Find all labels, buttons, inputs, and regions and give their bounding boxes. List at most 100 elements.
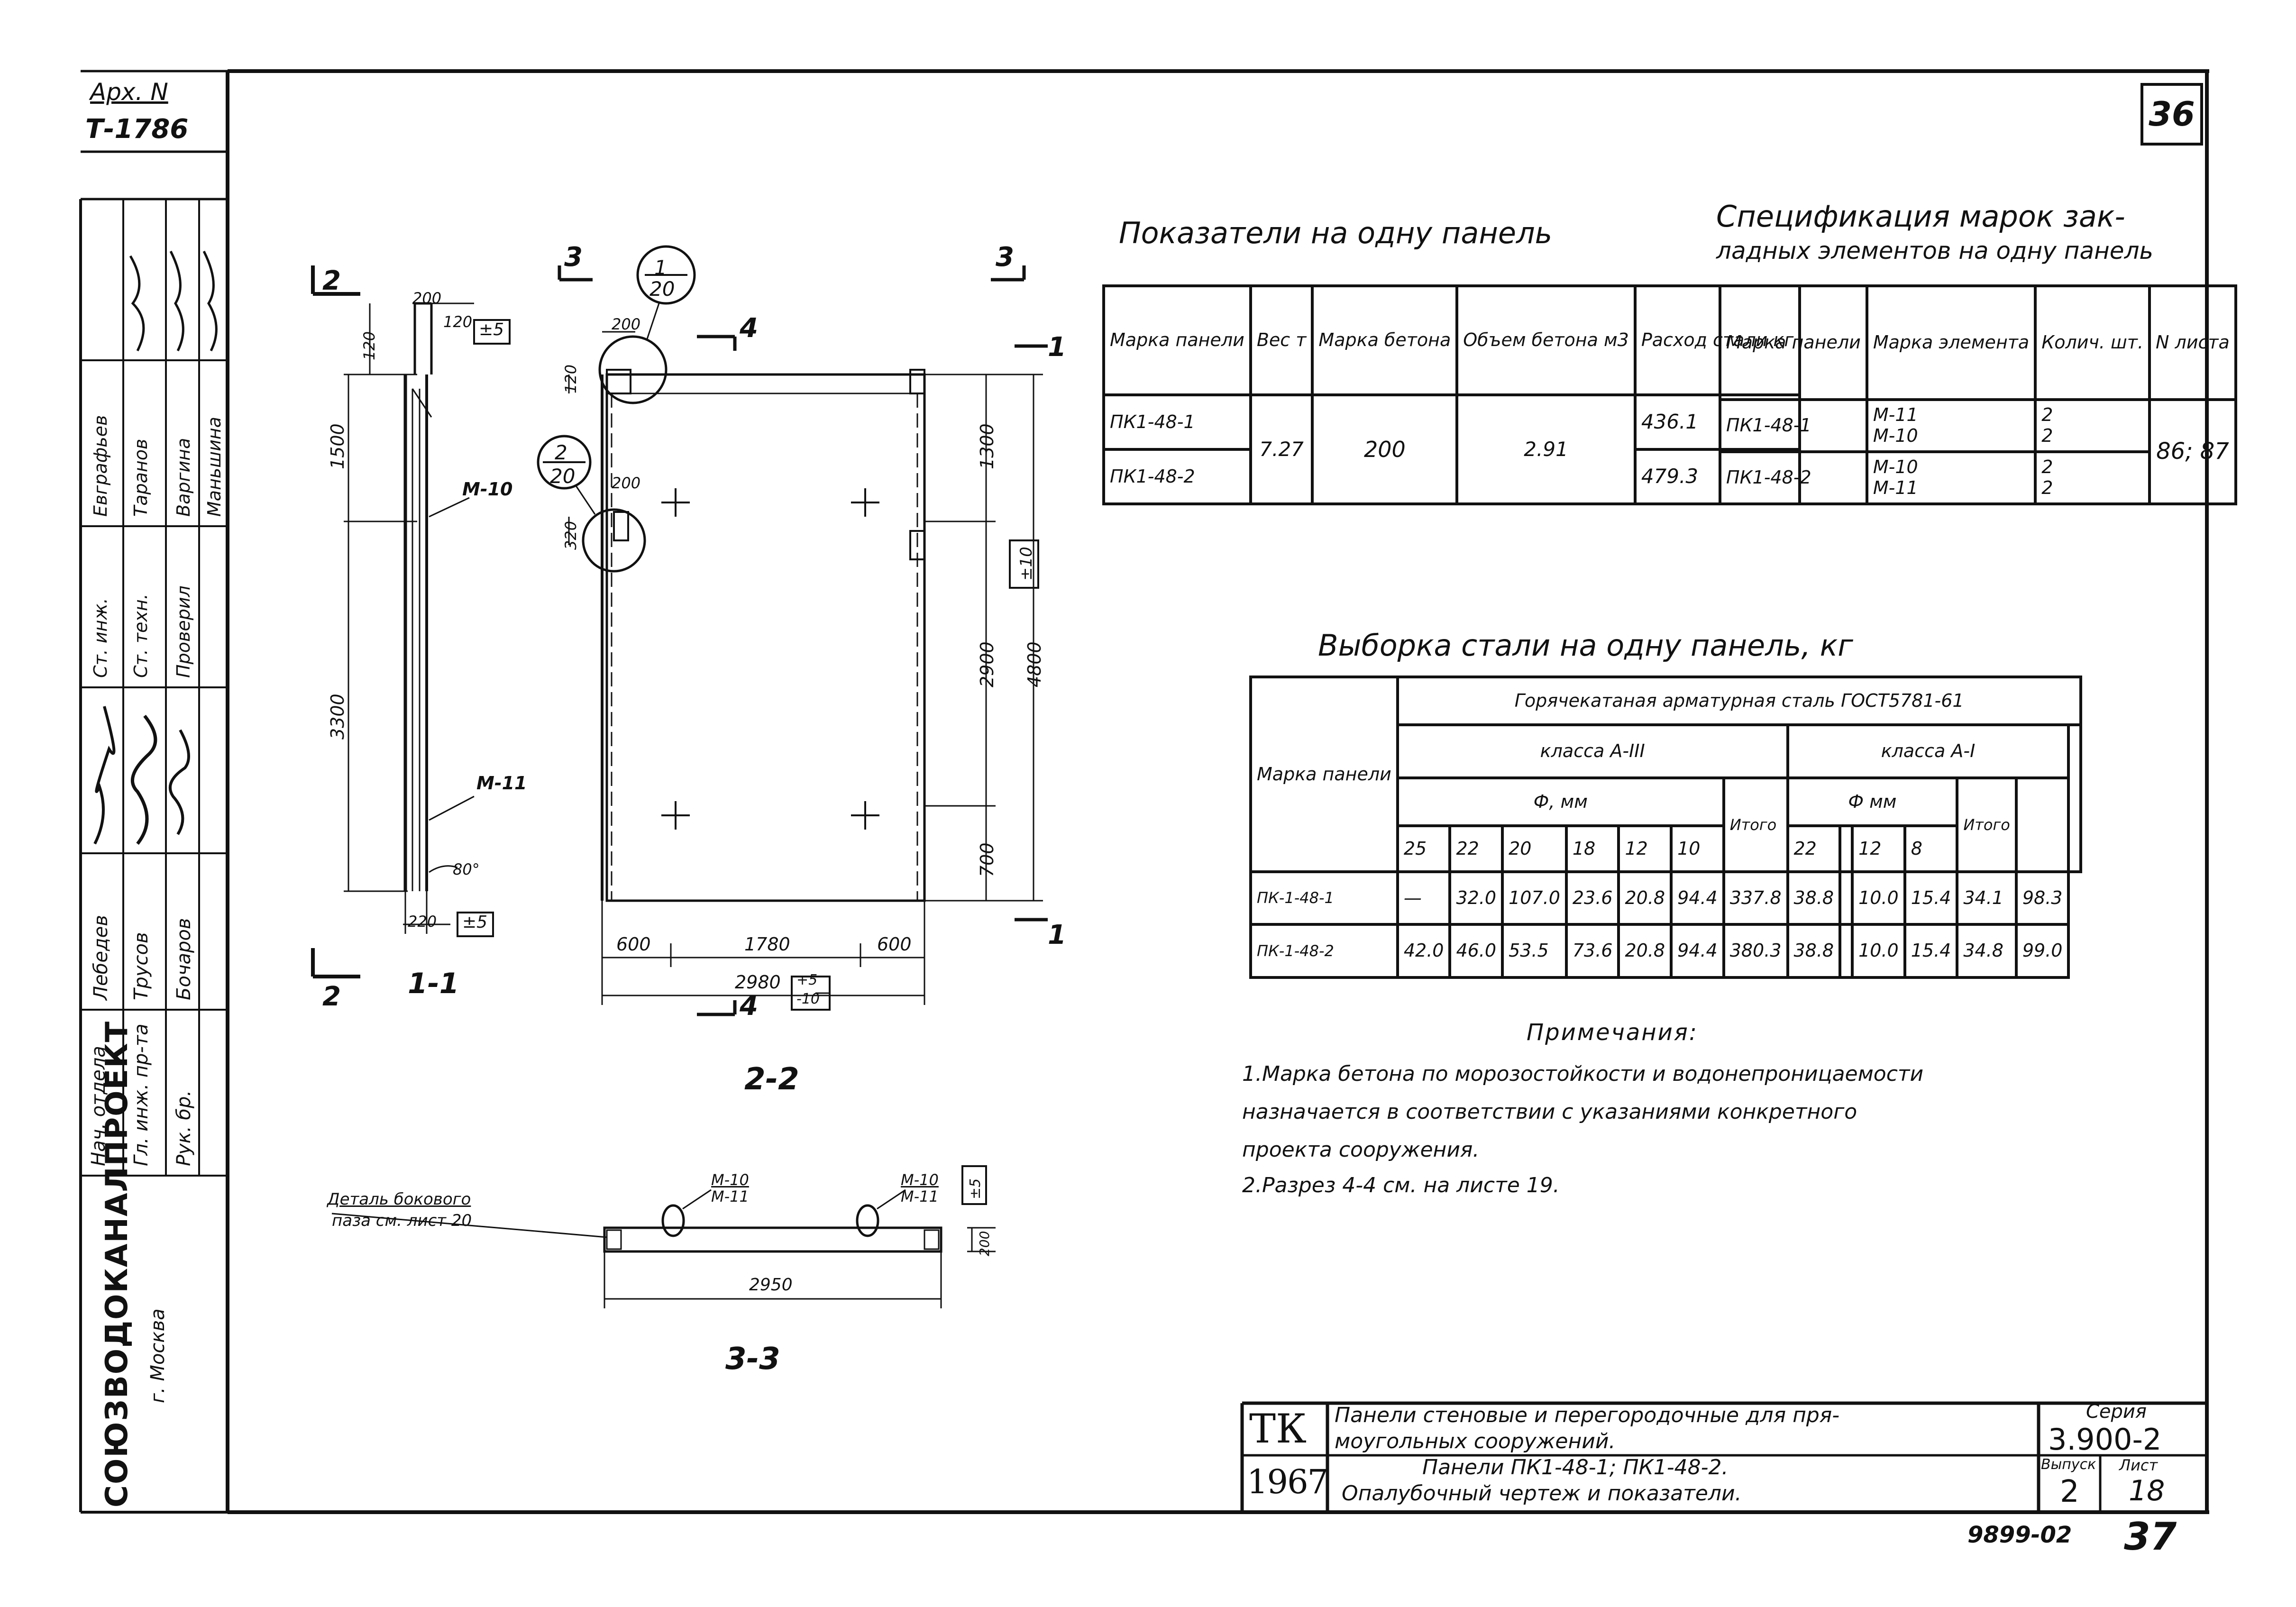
- steel-r1-a1-2: 10.0: [1851, 870, 1906, 926]
- archive-label: Арх. N: [90, 78, 168, 106]
- steel-r2-a3-0: 42.0: [1396, 923, 1452, 979]
- ref1-m10: М-10: [711, 1171, 749, 1189]
- title-line-3: Панели ПК1-48-1; ПК1-48-2.: [1422, 1455, 1729, 1479]
- steel-dblank: [1839, 824, 1854, 873]
- steel-r2-a1-3: 15.4: [1903, 923, 1959, 979]
- steel-diam-row: 25 22 20 18 12 10 22 12 8: [1251, 824, 2081, 873]
- issue-value: 2: [2060, 1474, 2079, 1509]
- cut-1-top: 1: [1048, 332, 1066, 363]
- footer-code: 9899-02: [1967, 1522, 2072, 1548]
- steel-r1-a3-2: 107.0: [1501, 870, 1568, 926]
- year-mark: 1967: [1247, 1462, 1328, 1501]
- dim-1780: 1780: [744, 934, 790, 955]
- dim-220: 220: [408, 913, 437, 931]
- steel-r2-a3-3: 73.6: [1564, 923, 1620, 979]
- detail-note-1: Деталь бокового: [327, 1190, 471, 1209]
- spec-h-count: Колич. шт.: [2034, 284, 2151, 401]
- steel-r1-a3-0: —: [1396, 870, 1452, 926]
- spec-r2-el2: М-11: [1873, 477, 1918, 498]
- note-line-4: 2.Разрез 4-4 см. на листе 19.: [1242, 1173, 1560, 1197]
- steel-title: Выборка стали на одну панель, кг: [1318, 628, 1853, 663]
- steel-r1-a1-0: 38.8: [1786, 870, 1842, 926]
- steel-r1-a3-3: 23.6: [1564, 870, 1620, 926]
- steel-table: Марка панели Горячекатаная арматурная ст…: [1249, 675, 2083, 979]
- callout2-num: 2: [555, 441, 567, 464]
- steel-row-1: ПК-1-48-1 — 32.0 107.0 23.6 20.8 94.4 33…: [1249, 870, 2081, 926]
- steel-c25: 25: [1396, 824, 1452, 873]
- series-label: Серия: [2086, 1401, 2147, 1423]
- spec-r2-el1: М-10: [1873, 457, 1918, 478]
- cut-4-bottom: 4: [740, 991, 758, 1022]
- series-value: 3.900-2: [2048, 1422, 2162, 1457]
- spec-r1-el2: М-10: [1873, 425, 1918, 446]
- dim-tol-plus: +5: [796, 972, 818, 988]
- detail-note-2: паза см. лист 20: [332, 1211, 472, 1230]
- ind-concrete: 200: [1311, 393, 1459, 505]
- steel-r2-a1-1: [1839, 923, 1854, 979]
- sheet-number-box: 36: [2140, 83, 2203, 146]
- steel-spacer: [2067, 723, 2083, 873]
- dim-120: 120: [443, 313, 473, 331]
- title-line-1: Панели стеновые и перегородочные для пря…: [1335, 1403, 1840, 1427]
- cut-1-bottom: 1: [1048, 920, 1066, 950]
- sheet-label: Лист: [2119, 1456, 2158, 1474]
- spec-title-2: ладных элементов на одну панель: [1716, 237, 2153, 265]
- steel-r1-a3-4: 20.8: [1617, 870, 1673, 926]
- ind-h-volume: Объем бетона м3: [1455, 284, 1637, 396]
- steel-diam-3: Ф, мм: [1396, 776, 1725, 828]
- cut-label-2-top: 2: [322, 265, 341, 296]
- notes-title: Примечания:: [1527, 1019, 1698, 1046]
- dim-200-top: 200: [612, 315, 641, 333]
- steel-r2-a1-total: 99.0: [2014, 923, 2070, 979]
- steel-row-2: ПК-1-48-2 42.0 46.0 53.5 73.6 20.8 94.4 …: [1249, 923, 2081, 979]
- dim-tol-minus: -10: [796, 991, 820, 1007]
- sheet-value: 18: [2129, 1474, 2165, 1507]
- issue-label: Выпуск: [2041, 1456, 2096, 1473]
- dim-tol-5b: ±5: [462, 913, 488, 932]
- spec-table: Марка панели Марка элемента Колич. шт. N…: [1719, 284, 2237, 505]
- ref-m10: М-10: [462, 479, 513, 500]
- tk-mark: ТК: [1249, 1406, 1307, 1452]
- ind-h-concrete: Марка бетона: [1311, 284, 1459, 396]
- callout1-num: 1: [654, 256, 667, 279]
- steel-r1-a1-1: [1839, 870, 1854, 926]
- ind-h-weight: Вес т: [1249, 284, 1314, 396]
- archive-number: Т-1786: [85, 114, 189, 145]
- cut-4-top: 4: [740, 313, 758, 344]
- dim-2950: 2950: [749, 1275, 793, 1295]
- steel-super-header: Горячекатаная арматурная сталь ГОСТ5781-…: [1396, 675, 2083, 727]
- spec-h-sheet: N листа: [2148, 284, 2237, 401]
- steel-r2-a1-2: 10.0: [1851, 923, 1906, 979]
- spec-r2-c1: 2: [2041, 457, 2053, 478]
- steel-d22: 22: [1786, 824, 1842, 873]
- ind-r1-mark: ПК1-48-1: [1102, 393, 1252, 451]
- spec-r2-counts: 2 2: [2034, 450, 2151, 505]
- steel-d12: 12: [1851, 824, 1906, 873]
- steel-h-mark: Марка панели: [1249, 676, 1399, 873]
- footer-page: 37: [2124, 1515, 2177, 1559]
- spec-title-1: Спецификация марок зак-: [1716, 199, 2125, 234]
- spec-r1-el1: М-11: [1873, 404, 1918, 426]
- steel-c10: 10: [1670, 824, 1725, 873]
- ref2-m11: М-11: [901, 1187, 939, 1205]
- cut-3-left: 3: [564, 242, 583, 273]
- steel-c22: 22: [1448, 824, 1504, 873]
- dim-600-right: 600: [877, 934, 912, 955]
- steel-r2-a1-4: 34.8: [1956, 923, 2018, 979]
- cut-3-right: 3: [996, 242, 1014, 273]
- steel-r2-a3-5: 94.4: [1670, 923, 1725, 979]
- steel-r1-a3-5: 94.4: [1670, 870, 1725, 926]
- dim-200-mid: 200: [612, 474, 641, 492]
- steel-c20: 20: [1501, 824, 1568, 873]
- spec-r1-elements: М-11 М-10: [1865, 398, 2037, 453]
- steel-d8: 8: [1903, 824, 1959, 873]
- spec-h-element: Марка элемента: [1865, 284, 2037, 401]
- ref-m11: М-11: [476, 773, 527, 794]
- steel-r1-a3-1: 32.0: [1448, 870, 1504, 926]
- section-3-3-label: 3-3: [725, 1342, 780, 1377]
- spec-r1-c1: 2: [2041, 404, 2053, 426]
- dim-2980: 2980: [735, 972, 781, 993]
